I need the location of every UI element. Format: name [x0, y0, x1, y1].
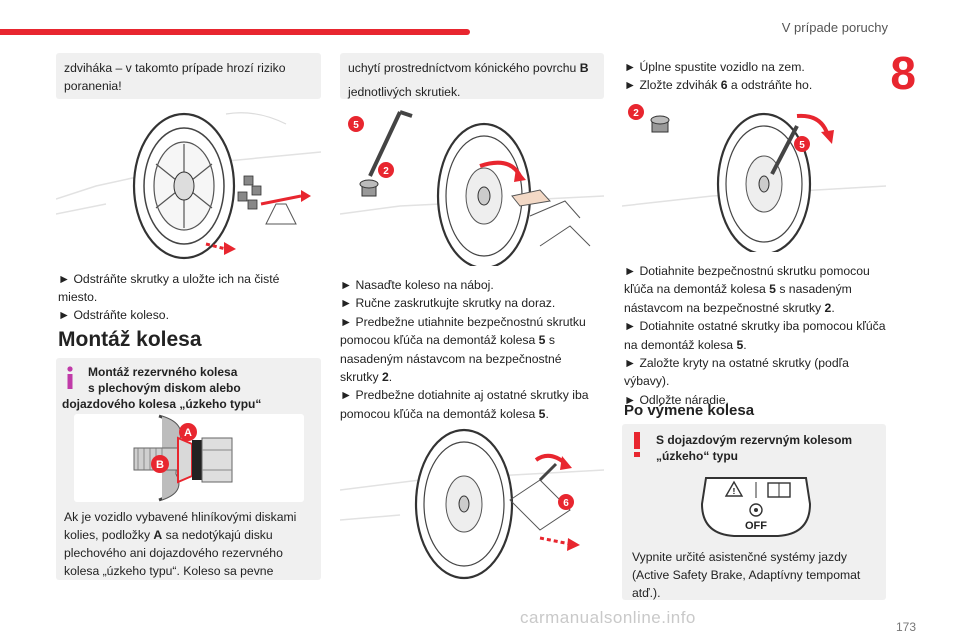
assist-off-button-illustration: ! OFF — [700, 477, 812, 537]
continued-info-box: uchytí prostredníctvom kónického povrchu… — [340, 53, 604, 99]
page-number: 173 — [895, 620, 916, 634]
step-fit-covers: ► Založte kryty na ostatné skrutky (podľ… — [624, 356, 849, 371]
info-body-line1: Ak je vozidlo vybavené hliníkovými diska… — [64, 510, 297, 524]
callout-5-label-a: 5 — [353, 120, 359, 131]
bolt-washer-figure: A B — [74, 414, 304, 502]
alert-triangle-icon — [724, 480, 744, 497]
info-body-line3: plechového ani dojazdového rezervného — [64, 546, 283, 560]
step-remove-jack: ► Zložte zdvihák 6 a odstráňte ho. — [624, 78, 813, 92]
warning-note-box: S dojazdovým rezervným kolesom „úzkeho“ … — [622, 424, 886, 600]
chapter-number: 8 — [890, 47, 916, 99]
info-title-line3: dojazdového kolesa „úzkeho typu“ — [62, 397, 262, 411]
info-body-line4: kolesa „úzkeho typu“. Koleso sa pevne — [64, 564, 274, 578]
step-pretighten-others: ► Predbežne dotiahnite aj ostatné skrutk… — [340, 388, 589, 403]
callout-a-label: A — [184, 427, 192, 439]
alert-triangle-mark: ! — [733, 487, 736, 496]
step-tighten-security-2: kľúča na demontáž kolesa 5 s nasadeným — [624, 282, 852, 297]
mounting-steps: ► Nasaďte koleso na náboj. ► Ručne zaskr… — [340, 276, 604, 423]
info-icon — [67, 366, 73, 389]
info-title-line2: s plechovým diskom alebo — [88, 381, 241, 395]
step-hand-tighten: ► Ručne zaskrutkujte skrutky na doraz. — [340, 296, 556, 311]
remove-wheel-step: ► Odstráňte koleso. — [58, 308, 169, 322]
warning-icon — [634, 432, 640, 457]
callout-a-marker — [179, 423, 197, 441]
remove-bolts-step-cont: miesto. — [58, 290, 98, 304]
step-tighten-security: ► Dotiahnite bezpečnostnú skrutku pomoco… — [624, 264, 870, 278]
bolt-washer-illustration: A B — [133, 414, 233, 502]
section-title: V prípade poruchy — [781, 20, 888, 35]
callout-2-label-a: 2 — [383, 166, 389, 177]
callout-2-label-b: 2 — [633, 108, 639, 119]
callout-b-marker — [151, 455, 169, 473]
step-pretighten-others-2: pomocou kľúča na demontáž kolesa 5. — [340, 406, 549, 421]
after-change-heading: Po výmene kolesa — [624, 402, 755, 419]
step-lower-vehicle: ► Úplne spustite vozidlo na zem. — [624, 60, 805, 74]
callout-6-marker — [558, 494, 574, 510]
continued-info-line1: uchytí prostredníctvom kónického povrchu… — [348, 61, 589, 75]
mounting-heading: Montáž kolesa — [58, 328, 202, 351]
step-pretighten-security-2: pomocou kľúča na demontáž kolesa 5 s — [340, 333, 555, 348]
info-title-line1: Montáž rezervného kolesa — [88, 365, 238, 379]
callout-5-label-b: 5 — [799, 140, 805, 151]
warning-title-line2: „úzkeho“ typu — [656, 449, 739, 463]
warning-title-line1: S dojazdovým rezervným kolesom — [656, 433, 853, 447]
assist-system-icon — [749, 503, 763, 517]
off-label: OFF — [745, 520, 767, 532]
header-accent-bar — [0, 29, 470, 35]
watermark-text: carmanualsonline.info — [520, 608, 696, 627]
jack-lowering-illustration: 6 — [340, 428, 604, 580]
callout-2-marker-a — [378, 162, 394, 178]
step-pretighten-security: ► Predbežne utiahnite bezpečnostnú skrut… — [340, 314, 586, 329]
remove-bolts-step: ► Odstráňte skrutky a uložte ich na čist… — [58, 272, 280, 286]
warning-body-line3: atď.). — [632, 586, 661, 600]
step-pretighten-security-4: skrutky 2. — [340, 370, 393, 385]
callout-6-label: 6 — [563, 498, 569, 509]
callout-2-marker-b — [628, 104, 644, 120]
final-steps: ► Dotiahnite bezpečnostnú skrutku pomoco… — [624, 262, 894, 409]
step-store-tools: ► Odložte náradie. — [624, 392, 729, 407]
step-fit-hub: ► Nasaďte koleso na náboj. — [340, 278, 494, 292]
warning-body-line2: (Active Safety Brake, Adaptívny tempomat — [632, 568, 861, 582]
step-tighten-others-2: na demontáž kolesa 5. — [624, 337, 747, 352]
continued-info-line2: jednotlivých skrutiek. — [348, 85, 461, 100]
step-fit-covers-2: výbavy). — [624, 374, 670, 389]
info-body-line2: kolies, podložky A sa nedotýkajú disku — [64, 528, 273, 542]
info-note-box: Montáž rezervného kolesa s plechovým dis… — [56, 358, 321, 580]
wheel-removal-illustration — [56, 112, 321, 260]
step-tighten-others: ► Dotiahnite ostatné skrutky iba pomocou… — [624, 319, 886, 334]
wheel-fitting-illustration: 5 2 — [340, 110, 604, 266]
callout-5-marker-b — [794, 136, 810, 152]
callout-b-label: B — [156, 459, 164, 471]
final-tightening-illustration: 2 5 — [622, 104, 886, 252]
continued-note-text: zdviháka – v takomto prípade hrozí rizik… — [64, 61, 286, 94]
continued-note-box: zdviháka – v takomto prípade hrozí rizik… — [56, 53, 321, 99]
step-pretighten-security-3: nasadeným nástavcom na bezpečnostné — [340, 351, 562, 366]
callout-5-marker-a — [348, 116, 364, 132]
step-tighten-security-3: nástavcom na bezpečnostné skrutky 2. — [624, 300, 835, 315]
warning-body-line1: Vypnite určité asistenčné systémy jazdy — [632, 550, 847, 564]
